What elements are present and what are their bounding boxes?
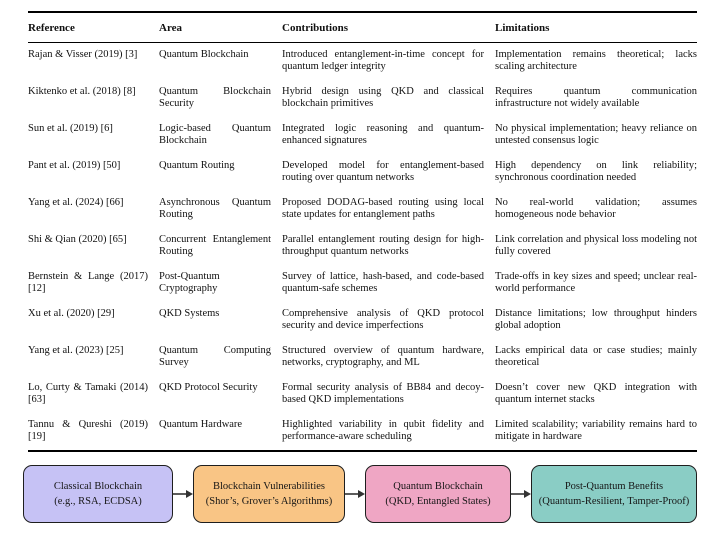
limitations-cell: Distance limitations; low throughput hin… <box>495 307 697 332</box>
column-header-reference: Reference <box>28 22 75 34</box>
reference-cell: Rajan & Visser (2019) [3] <box>28 49 138 60</box>
flow-box-title: Quantum Blockchain <box>393 480 483 492</box>
limitations-cell: Requires quantum communication infrastru… <box>495 85 697 110</box>
reference-cell: Tannu & Qureshi (2019) [19] <box>28 418 148 443</box>
limitations-cell: Limited scalability; variability remains… <box>495 418 697 443</box>
reference-cell: Yang et al. (2024) [66] <box>28 196 124 208</box>
contributions-cell: Highlighted variability in qubit fidelit… <box>282 418 484 443</box>
table-row: Rajan & Visser (2019) [3] Quantum Blockc… <box>28 43 697 80</box>
limitations-cell: Implementation remains theoretical; lack… <box>495 49 697 73</box>
table-row: Tannu & Qureshi (2019) [19] Quantum Hard… <box>28 413 697 450</box>
right-arrow-icon <box>173 488 193 500</box>
area-cell: Logic-based Quantum Blockchain <box>159 122 271 147</box>
contributions-cell: Parallel entanglement routing design for… <box>282 233 484 258</box>
table-row: Sun et al. (2019) [6] Logic-based Quantu… <box>28 117 697 154</box>
contributions-cell: Hybrid design using QKD and classical bl… <box>282 85 484 110</box>
reference-cell: Pant et al. (2019) [50] <box>28 159 121 171</box>
reference-cell: Kiktenko et al. (2018) [8] <box>28 85 136 97</box>
flow-box-subtitle: (Quantum-Resilient, Tamper-Proof) <box>538 496 690 507</box>
right-arrow-icon <box>345 488 365 500</box>
area-cell: QKD Protocol Security <box>159 381 258 393</box>
area-cell: QKD Systems <box>159 307 220 319</box>
column-header-area: Area <box>159 22 183 34</box>
limitations-cell: Link correlation and physical loss model… <box>495 233 697 258</box>
column-header-contributions: Contributions <box>282 22 349 34</box>
area-cell: Quantum Hardware <box>159 418 243 430</box>
limitations-cell: Trade-offs in key sizes and speed; uncle… <box>495 270 697 295</box>
table-row: Kiktenko et al. (2018) [8] Quantum Block… <box>28 80 697 117</box>
area-cell: Asynchronous Quantum Routing <box>159 196 271 221</box>
evolution-flow-diagram: Classical Blockchain (e.g., RSA, ECDSA) … <box>23 464 697 524</box>
flow-box-classical-blockchain: Classical Blockchain (e.g., RSA, ECDSA) <box>23 465 173 523</box>
contributions-cell: Integrated logic reasoning and quantum-e… <box>282 122 484 147</box>
table-row: Bernstein & Lange (2017) [12] Post-Quant… <box>28 265 697 302</box>
area-cell: Quantum Blockchain <box>159 49 249 60</box>
contributions-cell: Structured overview of quantum hardware,… <box>282 344 484 369</box>
table-row: Shi & Qian (2020) [65] Concurrent Entang… <box>28 228 697 265</box>
contributions-cell: Survey of lattice, hash-based, and code-… <box>282 270 484 295</box>
flow-box-title: Classical Blockchain <box>53 480 143 492</box>
reference-cell: Xu et al. (2020) [29] <box>28 307 115 319</box>
limitations-cell: No real-world validation; assumes homoge… <box>495 196 697 221</box>
flow-box-post-quantum-benefits: Post-Quantum Benefits (Quantum-Resilient… <box>531 465 697 523</box>
flow-box-title: Blockchain Vulnerabilities <box>212 480 326 492</box>
literature-table: Reference Area Contributions Limitations… <box>28 11 697 452</box>
reference-cell: Bernstein & Lange (2017) [12] <box>28 270 148 295</box>
area-cell: Quantum Computing Survey <box>159 344 271 369</box>
contributions-cell: Introduced entanglement-in-time concept … <box>282 49 484 73</box>
area-cell: Quantum Blockchain Security <box>159 85 271 110</box>
reference-cell: Shi & Qian (2020) [65] <box>28 233 127 245</box>
limitations-cell: Lacks empirical data or case studies; ma… <box>495 344 697 369</box>
area-cell: Concurrent Entanglement Routing <box>159 233 271 258</box>
contributions-cell: Proposed DODAG-based routing using local… <box>282 196 484 221</box>
table-row: Yang et al. (2024) [66] Asynchronous Qua… <box>28 191 697 228</box>
area-cell: Post-Quantum Cryptography <box>159 270 220 295</box>
table-row: Yang et al. (2023) [25] Quantum Computin… <box>28 339 697 376</box>
flow-box-quantum-blockchain: Quantum Blockchain (QKD, Entangled State… <box>365 465 511 523</box>
flow-box-blockchain-vulnerabilities: Blockchain Vulnerabilities (Shor’s, Grov… <box>193 465 345 523</box>
flow-box-title: Post-Quantum Benefits <box>564 480 664 492</box>
table-header-row: Reference Area Contributions Limitations <box>28 13 697 43</box>
area-cell: Quantum Routing <box>159 159 235 171</box>
contributions-cell: Formal security analysis of BB84 and dec… <box>282 381 484 406</box>
flow-box-subtitle: (QKD, Entangled States) <box>385 496 491 507</box>
column-header-limitations: Limitations <box>495 22 550 34</box>
flow-box-subtitle: (e.g., RSA, ECDSA) <box>54 496 142 507</box>
limitations-cell: Doesn’t cover new QKD integration with q… <box>495 381 697 406</box>
contributions-cell: Comprehensive analysis of QKD protocol s… <box>282 307 484 332</box>
contributions-cell: Developed model for entanglement-based r… <box>282 159 484 184</box>
reference-cell: Yang et al. (2023) [25] <box>28 344 124 356</box>
table-row: Xu et al. (2020) [29] QKD Systems Compre… <box>28 302 697 339</box>
reference-cell: Lo, Curty & Tamaki (2014) [63] <box>28 381 148 406</box>
limitations-cell: High dependency on link reliability; syn… <box>495 159 697 184</box>
reference-cell: Sun et al. (2019) [6] <box>28 122 113 134</box>
right-arrow-icon <box>511 488 531 500</box>
limitations-cell: No physical implementation; heavy relian… <box>495 122 697 147</box>
table-row: Pant et al. (2019) [50] Quantum Routing … <box>28 154 697 191</box>
flow-box-subtitle: (Shor’s, Grover’s Algorithms) <box>205 496 333 507</box>
table-row: Lo, Curty & Tamaki (2014) [63] QKD Proto… <box>28 376 697 413</box>
